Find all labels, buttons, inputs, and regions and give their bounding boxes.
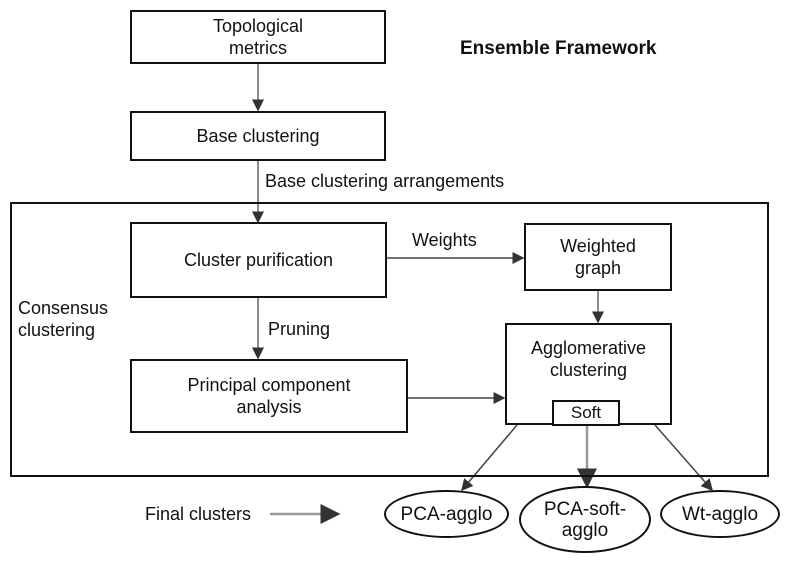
wt-agglo-output: Wt-agglo xyxy=(660,490,780,538)
pca-soft-agglo-output: PCA-soft- agglo xyxy=(519,486,651,553)
soft-box: Soft xyxy=(552,400,620,426)
weighted-graph-node: Weighted graph xyxy=(524,223,672,291)
pruning-label: Pruning xyxy=(268,319,331,339)
pca-agglo-output: PCA-agglo xyxy=(384,490,509,538)
principal-component-analysis-node: Principal component analysis xyxy=(130,359,408,433)
consensus-clustering-container xyxy=(10,202,769,477)
arrow-agglomerative-to-wt-agglo xyxy=(654,424,713,492)
arrow-agglomerative-to-pca-agglo xyxy=(461,424,518,492)
consensus-clustering-label: Consensus clustering xyxy=(18,298,109,340)
weights-label: Weights xyxy=(412,230,477,250)
agglomerative-clustering-label: Agglomerative clustering xyxy=(530,338,647,380)
base-clustering-arrangements-label: Base clustering arrangements xyxy=(265,171,505,191)
final-clusters-label: Final clusters xyxy=(145,504,252,524)
diagram-title: Ensemble Framework xyxy=(460,38,657,59)
base-clustering-node: Base clustering xyxy=(130,111,386,161)
topological-metrics-node: Topological metrics xyxy=(130,10,386,64)
cluster-purification-node: Cluster purification xyxy=(130,222,387,298)
